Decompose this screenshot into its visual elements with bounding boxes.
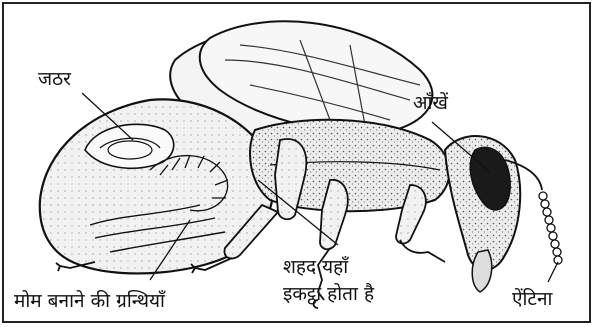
- label-stomach: जठर: [38, 70, 71, 89]
- label-eyes: आँखें: [413, 94, 448, 113]
- label-honey-store-line1: शहद यहाँ: [283, 258, 348, 277]
- label-wax-glands: मोम बनाने की ग्रन्थियाँ: [14, 292, 165, 311]
- leader-antenna: [548, 262, 558, 282]
- label-honey-store-line2: इकट्ठा होता है: [283, 285, 374, 304]
- label-antenna: ऐंटिना: [512, 290, 552, 309]
- mouthparts: [472, 250, 491, 292]
